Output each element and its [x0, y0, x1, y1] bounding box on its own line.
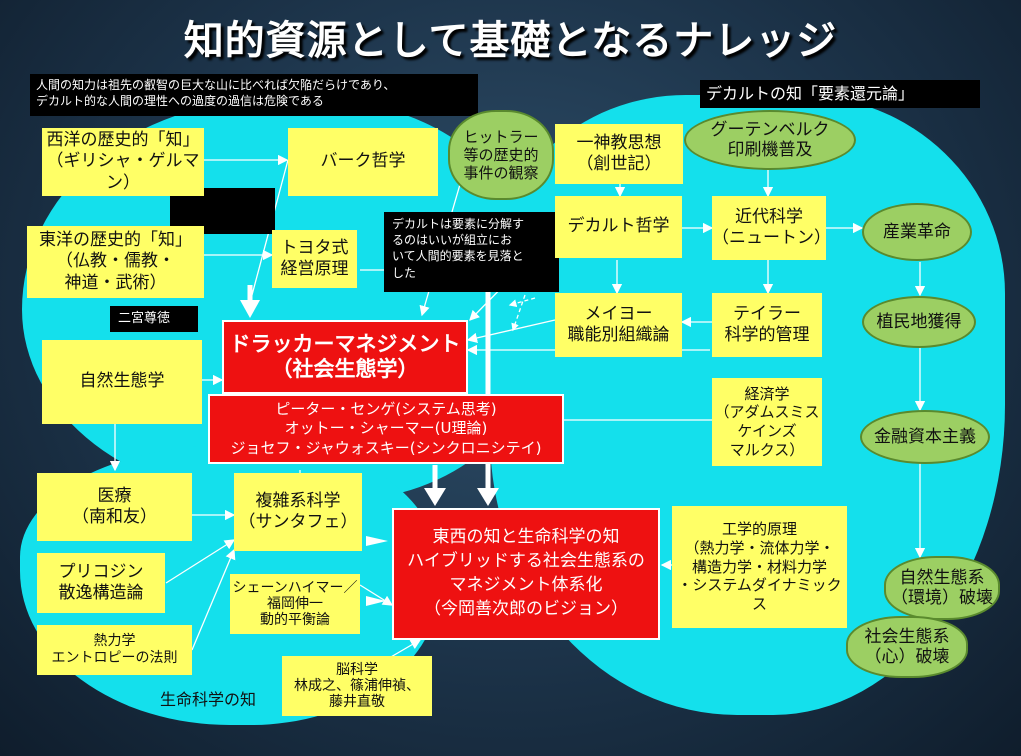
natural-ecology-box: 自然生態学 — [42, 340, 202, 424]
drucker-title: ドラッカーマネジメント — [229, 331, 461, 356]
taylor-management-box: テイラー 科学的管理 — [712, 293, 822, 357]
note-descartes-reductionism: デカルトの知「要素還元論」 — [700, 80, 980, 108]
burke-philosophy-box: バーク哲学 — [288, 128, 438, 196]
eastern-knowledge-box: 東洋の歴史的「知」 （仏教・儒教・ 神道・武術） — [27, 226, 204, 298]
monotheism-box: 一神教思想 （創世記） — [555, 124, 683, 184]
systems-thinkers-box: ピーター・センゲ(システム思考) オットー・シャーマー(U理論) ジョセフ・ジャ… — [208, 394, 564, 464]
toyota-management-box: トヨタ式 経営原理 — [272, 230, 357, 288]
page-title: 知的資源として基礎となるナレッジ — [183, 18, 838, 64]
modern-science-box: 近代科学 （ニュートン） — [712, 196, 831, 260]
hitler-historical-events-circle: ヒットラー 等の歴史的 事件の観察 — [448, 110, 554, 200]
industrial-revolution-circle: 産業革命 — [862, 203, 972, 261]
western-knowledge-box: 西洋の歴史的「知」 （ギリシャ・ゲルマン） — [42, 128, 204, 196]
social-ecosystem-destruction-circle: 社会生態系 （心）破壊 — [846, 616, 968, 678]
complex-systems-box: 複雑系科学 （サンタフェ） — [234, 473, 362, 551]
drucker-management-box: ドラッカーマネジメント （社会生態学） — [222, 320, 468, 394]
engineering-principles-box: 工学的原理 （熱力学・流体力学・ 構造力学・材料力学 ・システムダイナミックス — [672, 506, 847, 628]
ninomiya-label: 二宮尊徳 — [110, 306, 198, 332]
life-science-label: 生命科学の知 — [160, 690, 257, 709]
descartes-philosophy-box: デカルト哲学 — [555, 196, 682, 258]
thermodynamics-box: 熱力学 エントロピーの法則 — [37, 625, 192, 675]
note-descartes-oversight: デカルトは要素に分解す るのはいいが組立にお いて人間的要素を見落と した — [384, 212, 559, 292]
brain-science-box: 脳科学 林成之、篠浦伸禎、 藤井直敬 — [282, 656, 432, 716]
colonial-acquisition-circle: 植民地獲得 — [862, 296, 976, 348]
prigogine-box: プリコジン 散逸構造論 — [37, 553, 165, 613]
note-human-intellect: 人間の知力は祖先の叡智の巨大な山に比べれば欠陥だらけであり、 デカルト的な人間の… — [30, 74, 478, 116]
financial-capitalism-circle: 金融資本主義 — [860, 410, 990, 464]
dynamic-equilibrium-box: シェーンハイマー／ 福岡伸一 動的平衡論 — [230, 574, 360, 634]
mayo-organization-box: メイヨー 職能別組織論 — [555, 293, 682, 357]
natural-ecosystem-destruction-circle: 自然生態系 （環境）破壊 — [884, 556, 1000, 620]
gutenberg-printing-circle: グーテンベルク 印刷機普及 — [684, 110, 856, 170]
imaoka-vision-box: 東西の知と生命科学の知 ハイブリッドする社会生態系の マネジメント体系化 （今岡… — [392, 508, 660, 640]
economics-box: 経済学 （アダムスミス ケインズ マルクス） — [712, 378, 822, 466]
medicine-box: 医療 （南和友） — [37, 473, 192, 541]
drucker-subtitle: （社会生態学） — [271, 357, 419, 381]
